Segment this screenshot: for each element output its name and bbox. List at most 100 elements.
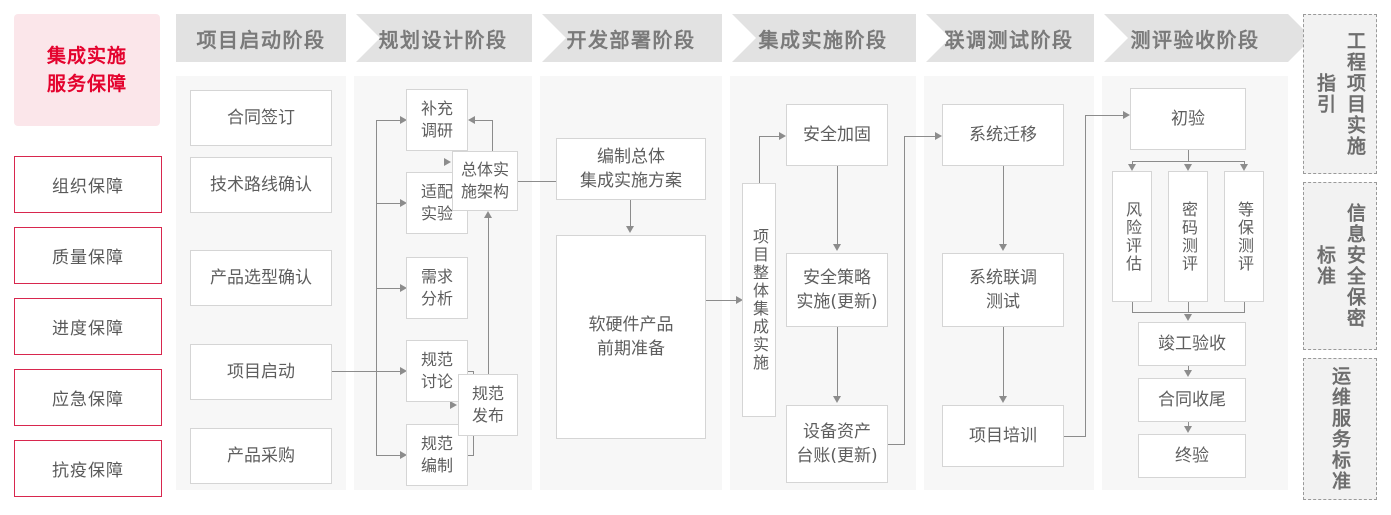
- connector-risk-down: [1132, 302, 1134, 313]
- node-asset-ledger-update-label: 设备资产 台账(更新): [796, 422, 878, 466]
- connector-to-adapt-test: [376, 203, 402, 205]
- node-adaptation-test-label: 适配 实验: [420, 182, 453, 223]
- guarantee-item-emergency[interactable]: 应急保障: [14, 369, 162, 426]
- arrow-plan-to-prep: [626, 226, 634, 233]
- arrow-to-adapt-test: [400, 199, 407, 207]
- standard-engineering-project-guideline[interactable]: 工程项目实施指引: [1303, 14, 1377, 174]
- connector-grade-down: [1244, 302, 1246, 313]
- phase-header-1: 项目启动阶段: [176, 14, 370, 62]
- node-project-training[interactable]: 项目培训: [942, 405, 1064, 467]
- guarantee-item-organization[interactable]: 组织保障: [14, 156, 162, 213]
- arrow-integration-to-harden: [779, 132, 786, 140]
- connector-training-vertical: [1085, 115, 1087, 437]
- chevron-divider-5: [1094, 14, 1128, 62]
- arrow-specpub-to-arch: [484, 211, 492, 218]
- phase-header-3: 开发部署阶段: [540, 14, 746, 62]
- connector-bracket-to-suppl: [470, 120, 493, 122]
- connector-specdiscuss-bracket: [468, 371, 474, 373]
- node-security-hardening[interactable]: 安全加固: [786, 104, 888, 166]
- connector-integration-to-harden: [759, 136, 781, 138]
- node-risk-assessment[interactable]: 风险评估: [1112, 171, 1152, 302]
- chevron-divider-1: [346, 14, 380, 62]
- node-system-joint-test[interactable]: 系统联调 测试: [942, 253, 1064, 327]
- connector-to-spec-discuss: [376, 371, 402, 373]
- node-contract-closure[interactable]: 合同收尾: [1138, 378, 1246, 422]
- connector-firstaccept-fan: [1132, 161, 1245, 163]
- phase-header-6: 测评验收阶段: [1102, 14, 1312, 62]
- connector-ledger-vertical: [904, 136, 906, 445]
- arrow-prep-to-integration: [736, 296, 743, 304]
- arrow-to-suppl-survey: [400, 116, 407, 124]
- arrow-harden-to-policy: [833, 244, 841, 251]
- connector-kickoff-trunk: [332, 371, 376, 373]
- node-compile-overall-plan-label: 编制总体 集成实施方案: [580, 147, 682, 191]
- node-system-migration[interactable]: 系统迁移: [942, 104, 1064, 166]
- connector-ledger-right: [888, 444, 905, 446]
- node-compile-overall-plan[interactable]: 编制总体 集成实施方案: [556, 138, 706, 200]
- arrow-bracket-to-arch: [444, 158, 451, 166]
- node-spec-discussion[interactable]: 规范 讨论: [406, 340, 468, 402]
- connector-ledger-to-migrate: [904, 136, 937, 138]
- connector-training-to-firstaccept: [1085, 115, 1125, 117]
- node-overall-architecture[interactable]: 总体实 施架构: [452, 151, 518, 211]
- arrow-bracket-to-suppl: [468, 116, 475, 124]
- guarantee-item-schedule[interactable]: 进度保障: [14, 298, 162, 355]
- connector-kickoff-vertical: [376, 120, 378, 455]
- guarantee-item-quality[interactable]: 质量保障: [14, 227, 162, 284]
- node-spec-drafting-label: 规范 编制: [420, 434, 453, 475]
- arrow-to-req-analysis: [400, 284, 407, 292]
- node-supplementary-survey[interactable]: 补充 调研: [406, 89, 468, 151]
- left-panel-title: 集成实施 服务保障: [14, 14, 160, 126]
- connector-policy-to-ledger: [837, 327, 839, 398]
- arrow-to-grade-evaluation: [1240, 164, 1248, 171]
- arrow-to-spec-draft: [400, 451, 407, 459]
- node-system-joint-test-label: 系统联调 测试: [969, 268, 1037, 312]
- connector-prep-to-integration: [706, 300, 738, 302]
- node-spec-publication[interactable]: 规范 发布: [458, 374, 518, 436]
- connector-to-spec-draft: [376, 455, 402, 457]
- node-spec-discussion-label: 规范 讨论: [420, 350, 453, 391]
- standard-information-security-label: 信息安全保密标准: [1314, 203, 1366, 329]
- arrow-to-crypto-evaluation: [1184, 164, 1192, 171]
- node-requirement-analysis-label: 需求 分析: [420, 267, 453, 308]
- node-hw-sw-preparation[interactable]: 软硬件产品 前期准备: [556, 235, 706, 439]
- connector-arch-to-plan: [518, 181, 562, 183]
- node-product-procurement[interactable]: 产品采购: [190, 428, 332, 484]
- node-tech-route-confirm[interactable]: 技术路线确认: [190, 157, 332, 213]
- standard-ops-service[interactable]: 运维服务标准: [1303, 358, 1377, 500]
- node-overall-project-integration[interactable]: 项目整体集成实施: [742, 183, 776, 417]
- node-hw-sw-preparation-label: 软硬件产品 前期准备: [588, 315, 674, 359]
- standard-information-security[interactable]: 信息安全保密标准: [1303, 182, 1377, 350]
- left-panel-title-line1: 集成实施: [46, 45, 127, 67]
- node-asset-ledger-update[interactable]: 设备资产 台账(更新): [786, 405, 888, 483]
- node-security-policy-update[interactable]: 安全策略 实施(更新): [786, 253, 888, 327]
- connector-integration-up: [759, 136, 761, 184]
- connector-training-right: [1064, 436, 1086, 438]
- connector-plan-to-prep: [630, 200, 632, 228]
- connector-fan-left: [1132, 161, 1134, 166]
- chevron-divider-3: [722, 14, 756, 62]
- connector-fan-right: [1244, 161, 1246, 166]
- node-preliminary-acceptance[interactable]: 初验: [1130, 88, 1246, 150]
- node-grade-protection-evaluation[interactable]: 等保测评: [1224, 171, 1264, 302]
- node-security-policy-update-label: 安全策略 实施(更新): [796, 268, 878, 312]
- arrow-bracket-to-specpub: [450, 401, 457, 409]
- arrow-migrate-to-jointtest: [999, 244, 1007, 251]
- node-project-kickoff[interactable]: 项目启动: [190, 344, 332, 400]
- arrow-policy-to-ledger: [833, 396, 841, 403]
- node-spec-drafting[interactable]: 规范 编制: [406, 424, 468, 486]
- node-spec-publication-label: 规范 发布: [471, 384, 504, 425]
- node-requirement-analysis[interactable]: 需求 分析: [406, 257, 468, 319]
- guarantee-item-epidemic[interactable]: 抗疫保障: [14, 440, 162, 497]
- arrow-jointtest-to-training: [999, 396, 1007, 403]
- connector-harden-to-policy: [837, 166, 839, 246]
- node-final-acceptance[interactable]: 终验: [1138, 434, 1246, 478]
- node-supplementary-survey-label: 补充 调研: [420, 99, 453, 140]
- connector-to-suppl-survey: [376, 120, 402, 122]
- phase-header-2: 规划设计阶段: [354, 14, 556, 62]
- arrow-eval-to-completion: [1184, 314, 1192, 321]
- node-crypto-evaluation[interactable]: 密码测评: [1168, 171, 1208, 302]
- node-product-selection-confirm[interactable]: 产品选型确认: [190, 250, 332, 306]
- node-contract-signing[interactable]: 合同签订: [190, 90, 332, 146]
- node-completion-acceptance[interactable]: 竣工验收: [1138, 322, 1246, 366]
